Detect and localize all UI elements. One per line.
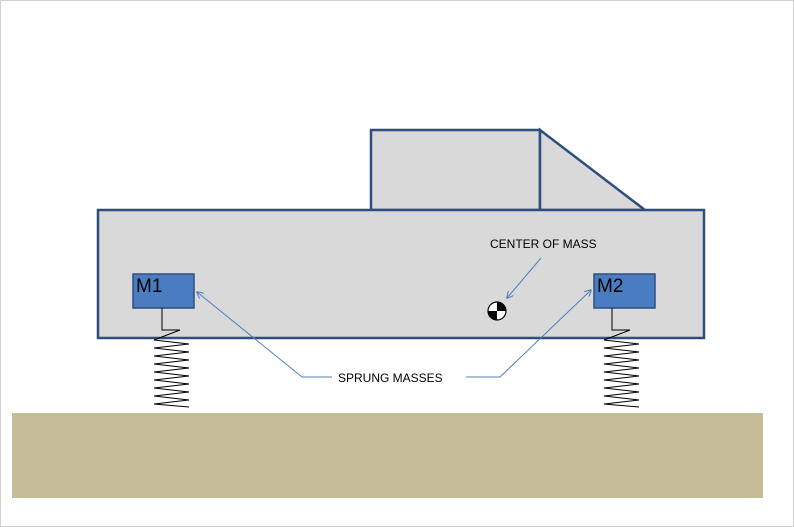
- spring-2: [603, 308, 640, 408]
- vehicle-cabin: [369, 128, 542, 212]
- mass-m2: [593, 273, 656, 309]
- spring-1: [153, 308, 190, 408]
- sprung-masses-label: SPRUNG MASSES: [338, 371, 443, 385]
- center-of-mass-label: CENTER OF MASS: [490, 237, 597, 251]
- sprung-masses-arrow-right: [466, 290, 591, 378]
- center-of-mass-icon: [487, 301, 507, 321]
- mass-m1: [132, 273, 195, 309]
- mass-m1-label: M1: [136, 276, 162, 297]
- mass-m2-label: M2: [597, 276, 623, 297]
- ground: [12, 413, 763, 498]
- center-of-mass-arrow: [507, 257, 542, 298]
- sprung-masses-arrow-left: [197, 292, 332, 378]
